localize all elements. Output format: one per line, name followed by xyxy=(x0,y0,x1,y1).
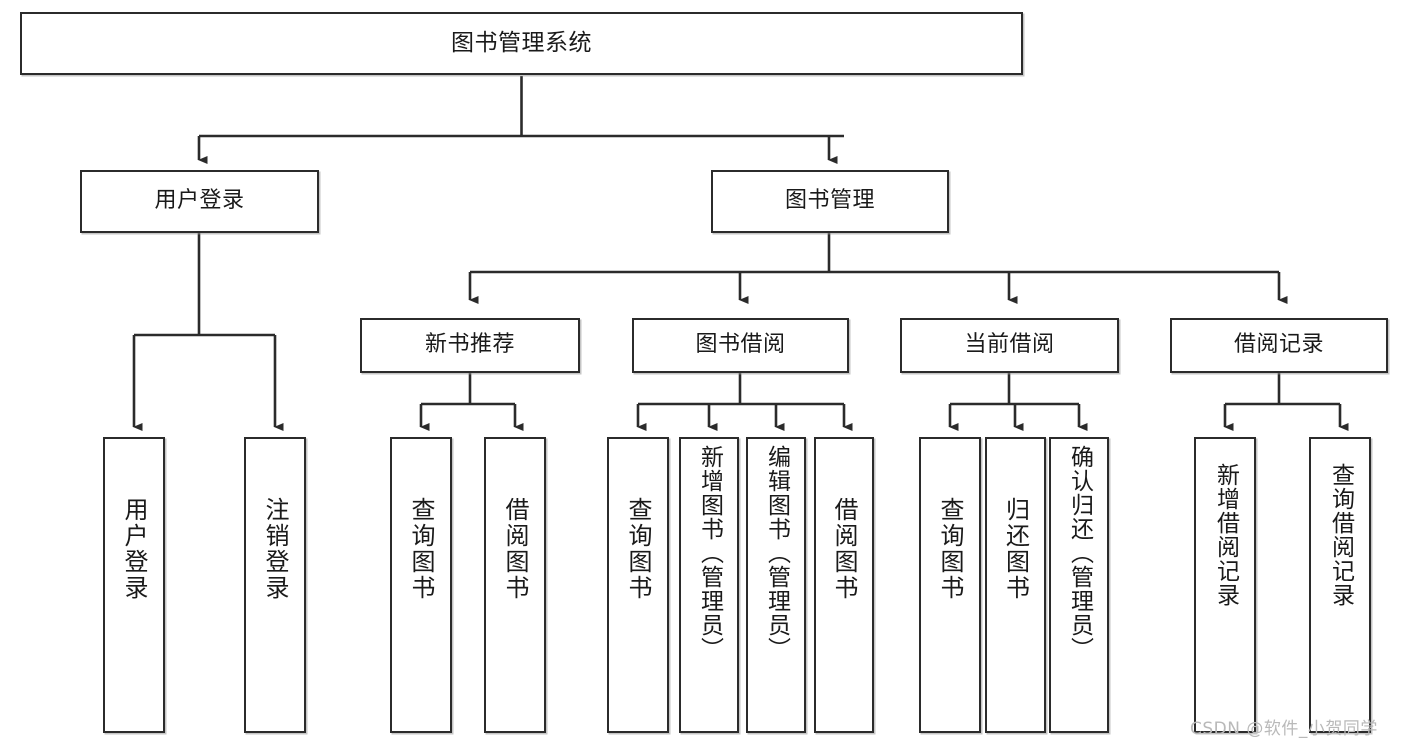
node-leaf-query-record-label: 查询借阅记录 xyxy=(1327,463,1354,607)
node-leaf-confirm-return-label: 确认归还（管理员） xyxy=(1066,445,1093,661)
node-leaf-return-book-label: 归还图书 xyxy=(1001,497,1030,601)
node-leaf-confirm-return[interactable]: 确认归还（管理员） xyxy=(1049,437,1109,733)
node-book-borrow-label: 图书借阅 xyxy=(695,332,786,358)
node-leaf-user-logout-label: 注销登录 xyxy=(261,497,289,601)
node-new-book-recommend[interactable]: 新书推荐 xyxy=(360,318,580,373)
node-leaf-user-logout[interactable]: 注销登录 xyxy=(244,437,306,733)
node-user-login-label: 用户登录 xyxy=(154,188,245,214)
node-leaf-add-book-label: 新增图书（管理员） xyxy=(696,445,723,661)
node-leaf-borrow-book-2[interactable]: 借阅图书 xyxy=(814,437,874,733)
node-leaf-edit-book[interactable]: 编辑图书（管理员） xyxy=(746,437,806,733)
node-leaf-add-record[interactable]: 新增借阅记录 xyxy=(1194,437,1256,733)
node-leaf-query-book-3[interactable]: 查询图书 xyxy=(919,437,981,733)
node-leaf-add-book[interactable]: 新增图书（管理员） xyxy=(679,437,739,733)
node-leaf-user-login[interactable]: 用户登录 xyxy=(103,437,165,733)
node-leaf-add-record-label: 新增借阅记录 xyxy=(1212,463,1239,607)
node-leaf-query-book-2-label: 查询图书 xyxy=(624,497,652,601)
node-leaf-edit-book-label: 编辑图书（管理员） xyxy=(763,445,790,661)
node-borrow-record-label: 借阅记录 xyxy=(1233,332,1324,358)
node-current-borrow[interactable]: 当前借阅 xyxy=(900,318,1119,373)
node-leaf-query-book-2[interactable]: 查询图书 xyxy=(607,437,669,733)
node-leaf-user-login-label: 用户登录 xyxy=(120,497,148,601)
node-root[interactable]: 图书管理系统 xyxy=(20,12,1023,75)
node-book-management[interactable]: 图书管理 xyxy=(711,170,949,233)
node-book-borrow[interactable]: 图书借阅 xyxy=(632,318,849,373)
node-borrow-record[interactable]: 借阅记录 xyxy=(1170,318,1388,373)
node-leaf-borrow-book-1[interactable]: 借阅图书 xyxy=(484,437,546,733)
node-root-label: 图书管理系统 xyxy=(451,30,592,57)
node-user-login[interactable]: 用户登录 xyxy=(80,170,319,233)
node-leaf-borrow-book-2-label: 借阅图书 xyxy=(830,497,858,601)
csdn-watermark: CSDN @软件_小贺同学 xyxy=(1190,719,1378,739)
node-leaf-query-book-1-label: 查询图书 xyxy=(407,497,435,601)
node-leaf-query-record[interactable]: 查询借阅记录 xyxy=(1309,437,1371,733)
node-leaf-return-book[interactable]: 归还图书 xyxy=(985,437,1046,733)
node-book-management-label: 图书管理 xyxy=(784,188,875,214)
node-leaf-borrow-book-1-label: 借阅图书 xyxy=(501,497,529,601)
node-current-borrow-label: 当前借阅 xyxy=(964,332,1055,358)
node-new-book-recommend-label: 新书推荐 xyxy=(424,332,515,358)
node-leaf-query-book-3-label: 查询图书 xyxy=(936,497,964,601)
node-leaf-query-book-1[interactable]: 查询图书 xyxy=(390,437,452,733)
